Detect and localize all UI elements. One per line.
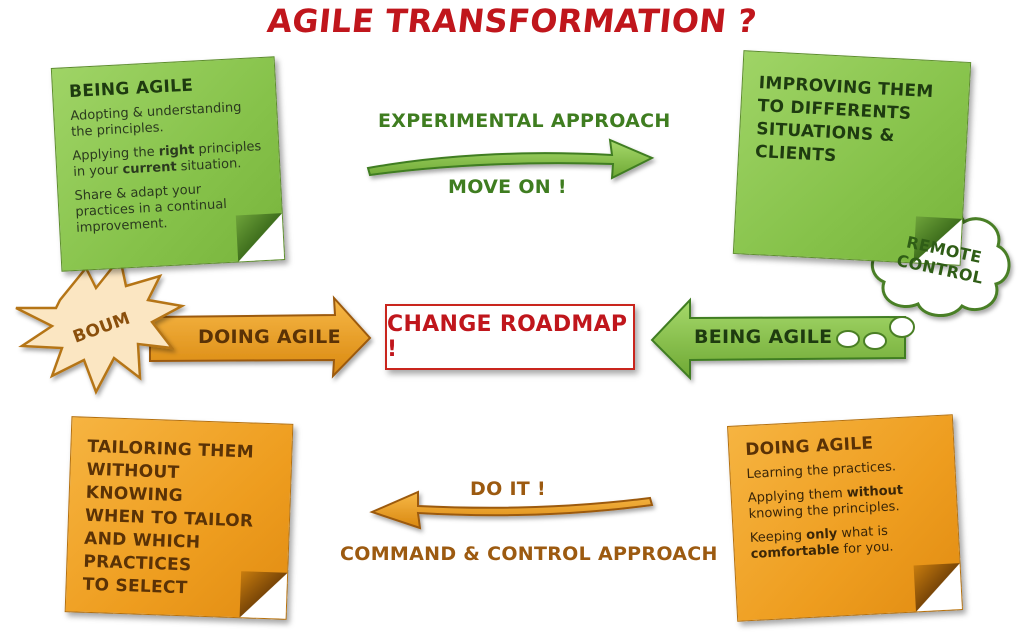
experimental-arrow <box>366 138 655 180</box>
page-curl <box>239 571 288 619</box>
doing-agile-arrow-label: DOING AGILE <box>198 326 341 348</box>
move-on-label: MOVE ON ! <box>448 176 567 198</box>
being-agile-arrow <box>650 297 906 381</box>
doing-agile-line2: Applying them without knowing the princi… <box>747 482 904 523</box>
doing-agile-note-title: DOING AGILE <box>744 433 874 461</box>
page-curl <box>913 563 962 612</box>
improving-note-text: IMPROVING THEM TO DIFFERENTS SITUATIONS … <box>754 73 935 167</box>
doing-agile-line1: Learning the practices. <box>746 459 897 483</box>
doing-agile-note: DOING AGILE Learning the practices. Appl… <box>727 414 963 622</box>
being-agile-line1: Adopting & understanding the principles. <box>69 100 242 141</box>
change-roadmap-box: CHANGE ROADMAP ! <box>385 304 635 370</box>
do-it-label: DO IT ! <box>470 478 546 500</box>
tailoring-note: TAILORING THEM WITHOUT KNOWING WHEN TO T… <box>64 416 294 620</box>
improving-note: IMPROVING THEM TO DIFFERENTS SITUATIONS … <box>732 50 972 266</box>
being-agile-note-title: BEING AGILE <box>68 75 194 103</box>
doing-agile-arrow <box>149 295 372 379</box>
being-agile-arrow-label: BEING AGILE <box>694 326 833 348</box>
being-agile-note: BEING AGILE Adopting & understanding the… <box>50 56 286 272</box>
experimental-approach-label: EXPERIMENTAL APPROACH <box>378 110 671 132</box>
being-agile-line2: Applying the right principles in your cu… <box>72 139 262 180</box>
command-arrow <box>369 490 654 530</box>
command-control-label: COMMAND & CONTROL APPROACH <box>340 543 718 565</box>
page-curl <box>235 213 285 262</box>
doing-agile-line3: Keeping only what is comfortable for you… <box>749 523 894 562</box>
boum-burst <box>15 255 186 396</box>
